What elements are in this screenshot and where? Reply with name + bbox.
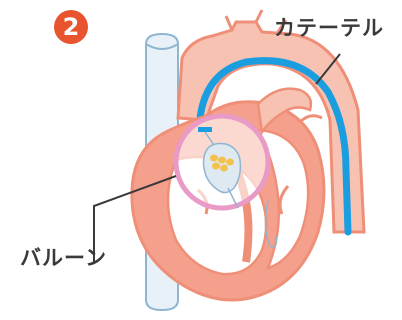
catheter-label: カテーテル [274,12,384,42]
step-number-badge: 2 [54,10,88,44]
balloon-label: バルーン [20,242,107,272]
